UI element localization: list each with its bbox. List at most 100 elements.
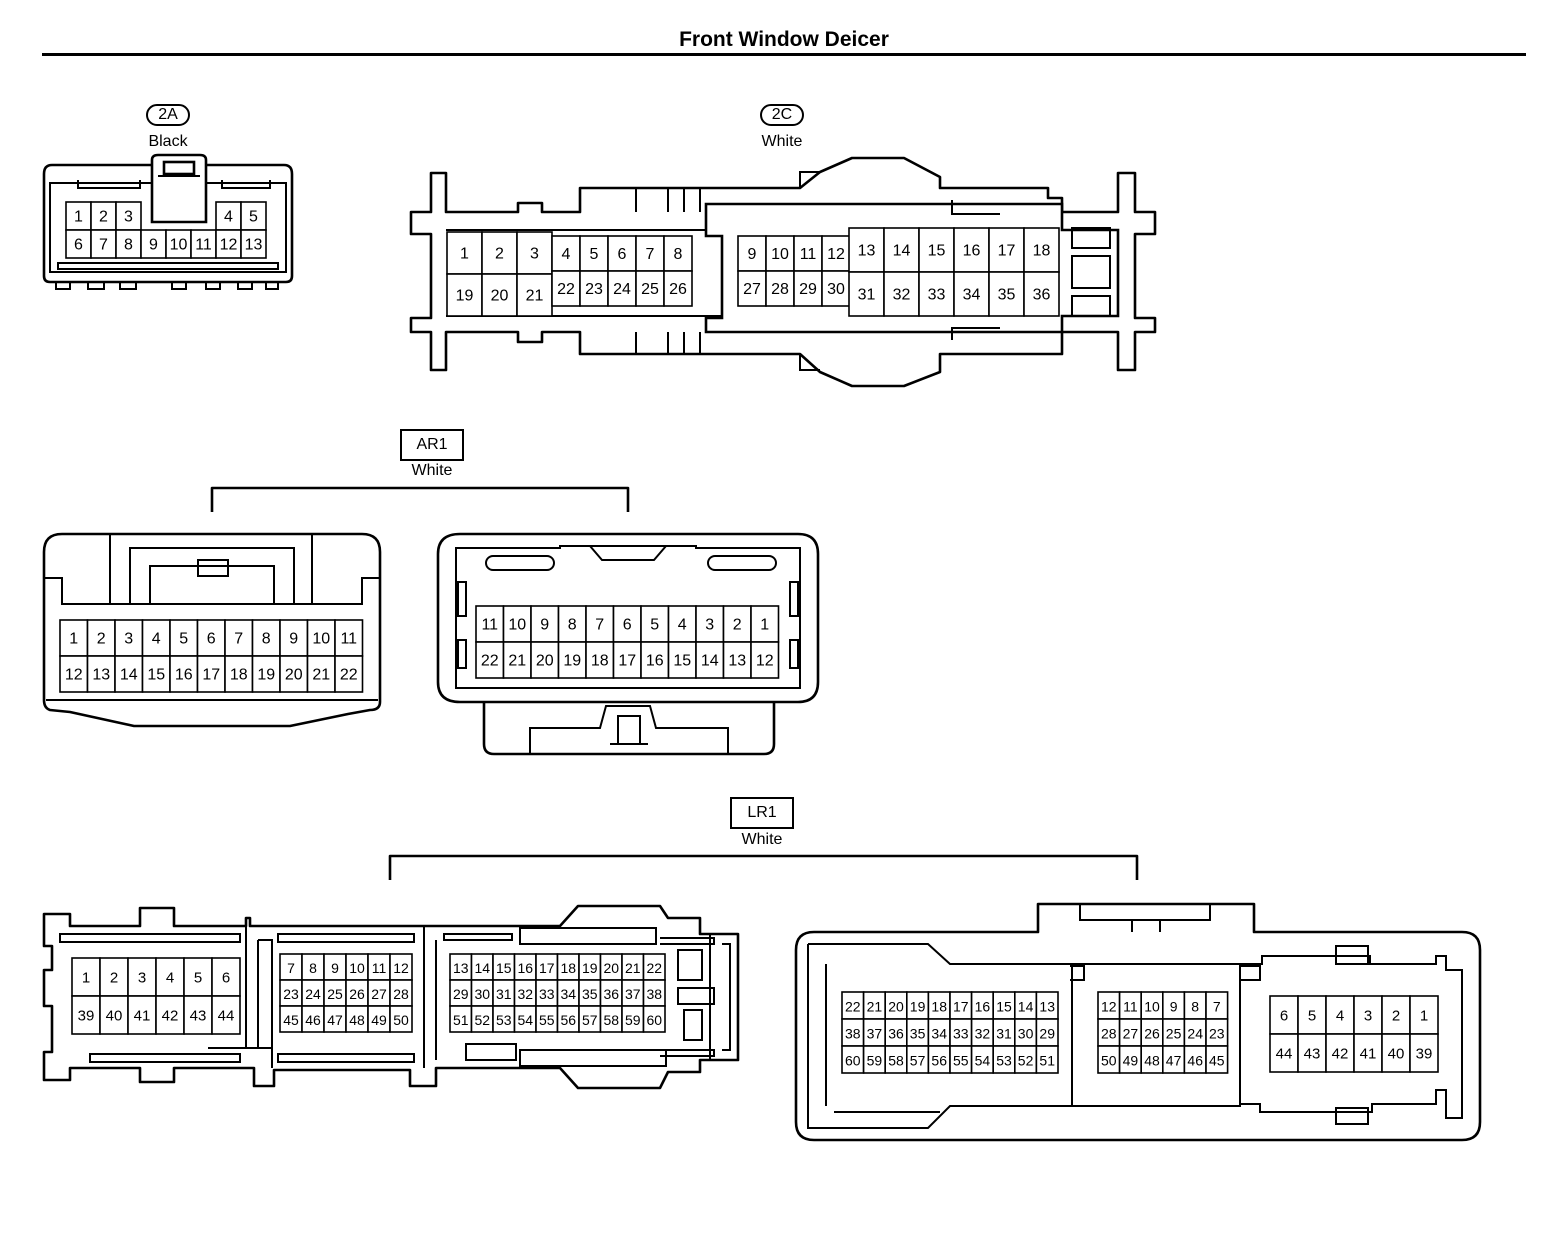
- lr1-male-pin-59: 59: [625, 1012, 641, 1028]
- lr1-male-pin-33: 33: [539, 986, 555, 1002]
- lr1-female-pin-46: 46: [1187, 1053, 1203, 1069]
- lr1-female-pin-33: 33: [953, 1026, 969, 1042]
- lr1-female-pin-14: 14: [1018, 999, 1034, 1015]
- lr1-male-pin-57: 57: [582, 1012, 598, 1028]
- ar1-right-pin-18: 18: [591, 653, 609, 670]
- c2c-pin-10: 10: [771, 246, 789, 263]
- lr1-male-pin-24: 24: [305, 986, 321, 1002]
- c2c-pin-26: 26: [669, 281, 687, 298]
- ar1-left-pin-5: 5: [179, 631, 188, 648]
- lr1-male-pin-51: 51: [453, 1012, 469, 1028]
- lr1-female-pin-37: 37: [867, 1026, 883, 1042]
- lr1-female-pin-3: 3: [1364, 1008, 1372, 1025]
- c2a-pin-12: 12: [220, 237, 238, 254]
- lr1-male-pin-38: 38: [646, 986, 662, 1002]
- lr1-female-pin-cell: [1409, 995, 1439, 1035]
- c2a-pin-10: 10: [170, 237, 188, 254]
- ar1-right-pin-12: 12: [756, 653, 774, 670]
- title-rule: [42, 53, 1526, 56]
- lr1-male-pin-32: 32: [517, 986, 533, 1002]
- ar1-left-pin-cell: [59, 619, 89, 657]
- c2a-pin-cell: [140, 229, 167, 259]
- c2a-pin-cell: [65, 229, 92, 259]
- lr1-female-pin-cell: [1035, 1045, 1059, 1074]
- c2c-pin-cell: [737, 270, 767, 307]
- c2c-pin-cell: [953, 271, 990, 317]
- c2c-pin-27: 27: [743, 281, 761, 298]
- lr1-male-pin-40: 40: [106, 1008, 123, 1025]
- ar1-left-pin-cell: [334, 619, 364, 657]
- lr1-male-pin-cell: [389, 1005, 413, 1033]
- lr1-female-pin-47: 47: [1166, 1053, 1182, 1069]
- c2a-pin-11: 11: [195, 237, 212, 254]
- c2c-pin-cell: [793, 235, 823, 272]
- c2c-pin-31: 31: [858, 287, 876, 304]
- c2a-pin-cell: [240, 201, 267, 231]
- ar1-right-pin-11: 11: [481, 617, 498, 634]
- ar1-right-pin-17: 17: [618, 653, 636, 670]
- lr1-male-pin-cell: [211, 995, 241, 1035]
- c2c-pin-18: 18: [1033, 243, 1051, 260]
- lr1-male-pin-cell: [127, 995, 157, 1035]
- lr1-female-pin-13: 13: [1039, 999, 1055, 1015]
- ar1-left-pin-1: 1: [69, 631, 78, 648]
- lr1-male-pin-25: 25: [327, 986, 343, 1002]
- ar1-right-pin-cell: [475, 641, 505, 679]
- c2a-pin-cell: [240, 229, 267, 259]
- lr1-female-pin-45: 45: [1209, 1053, 1225, 1069]
- lr1-female-pin-49: 49: [1123, 1053, 1139, 1069]
- c2a-pin-7: 7: [99, 237, 108, 254]
- lr1-female-pin-57: 57: [910, 1053, 926, 1069]
- c2c-pin-13: 13: [858, 243, 876, 260]
- c2c-pin-9: 9: [748, 246, 757, 263]
- c2a-pin-cell: [165, 229, 192, 259]
- connector-lr1-bracket: [388, 854, 1139, 880]
- lr1-male-pin-15: 15: [496, 960, 512, 976]
- lr1-female-pin-30: 30: [1018, 1026, 1034, 1042]
- c2c-pin-cell: [579, 270, 609, 307]
- lr1-male-pin-41: 41: [134, 1008, 151, 1025]
- lr1-male-pin-26: 26: [349, 986, 365, 1002]
- lr1-female-pin-26: 26: [1144, 1026, 1160, 1042]
- c2a-pin-1: 1: [74, 209, 83, 226]
- ar1-right-pin-cell: [640, 641, 670, 679]
- ar1-right-pin-7: 7: [595, 617, 604, 634]
- lr1-male-pin-21: 21: [625, 960, 641, 976]
- ar1-left-pin-cell: [224, 619, 254, 657]
- lr1-male-pin-36: 36: [603, 986, 619, 1002]
- lr1-male-pin-49: 49: [371, 1012, 387, 1028]
- c2c-pin-21: 21: [526, 288, 544, 305]
- lr1-female-pin-44: 44: [1276, 1046, 1293, 1063]
- lr1-female-pin-38: 38: [845, 1026, 861, 1042]
- lr1-female-pin-cell: [1353, 1033, 1383, 1073]
- ar1-left-pin-cell: [279, 655, 309, 693]
- lr1-male-pin-22: 22: [646, 960, 662, 976]
- lr1-female-pin-cell: [1269, 1033, 1299, 1073]
- lr1-female-pin-cell: [1297, 995, 1327, 1035]
- ar1-right-pin-21: 21: [508, 653, 526, 670]
- c2c-pin-3: 3: [530, 246, 539, 263]
- ar1-right-pin-10: 10: [508, 617, 526, 634]
- ar1-right-pin-9: 9: [540, 617, 549, 634]
- ar1-left-pin-cell: [141, 655, 171, 693]
- lr1-male-pin-20: 20: [603, 960, 619, 976]
- c2c-pin-25: 25: [641, 281, 659, 298]
- ar1-left-pin-19: 19: [257, 667, 275, 684]
- lr1-male-pin-42: 42: [162, 1008, 179, 1025]
- c2a-pin-8: 8: [124, 237, 133, 254]
- c2c-pin-cell: [883, 271, 920, 317]
- lr1-female-pin-48: 48: [1144, 1053, 1160, 1069]
- c2a-pin-cell: [90, 229, 117, 259]
- ar1-right-pin-2: 2: [733, 617, 742, 634]
- lr1-male-pin-17: 17: [539, 960, 555, 976]
- lr1-male-pin-30: 30: [474, 986, 490, 1002]
- lr1-male-pin-3: 3: [138, 970, 146, 987]
- lr1-female-pin-34: 34: [931, 1026, 947, 1042]
- connector-2a-outline: [42, 153, 294, 290]
- lr1-male-pin-cell: [71, 995, 101, 1035]
- c2c-pin-cell: [481, 231, 518, 275]
- c2a-pin-2: 2: [99, 209, 108, 226]
- lr1-female-pin-17: 17: [953, 999, 969, 1015]
- ar1-right-pin-cell: [722, 641, 752, 679]
- lr1-female-pin-53: 53: [996, 1053, 1012, 1069]
